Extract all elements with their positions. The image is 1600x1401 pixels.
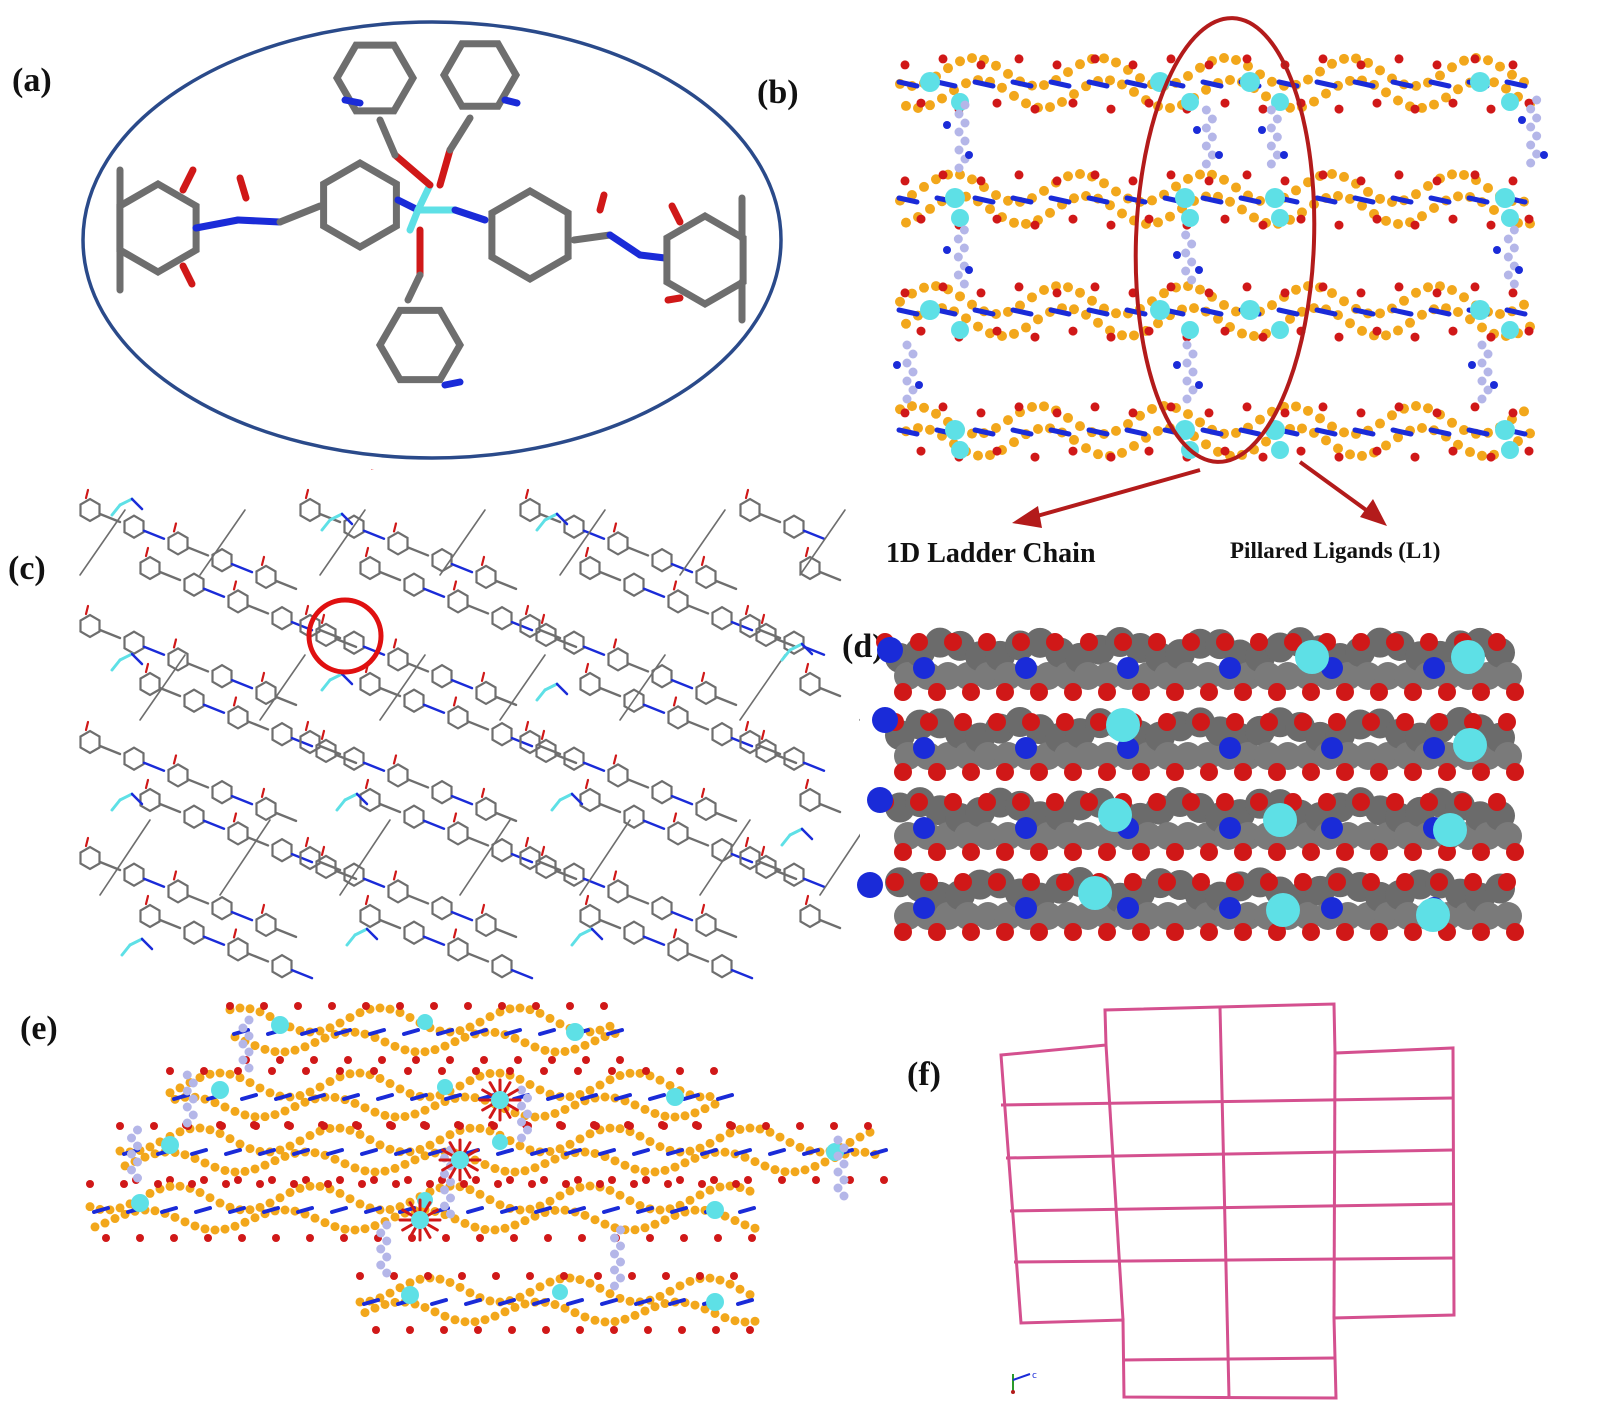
- arrow-pillared-ligands: [1298, 460, 1375, 517]
- panel-label-e: (e): [20, 1010, 58, 1047]
- panel-c-diagram: [79, 488, 860, 980]
- arrowhead-ladder-chain: [1012, 506, 1042, 528]
- axis-triad: [1011, 1373, 1031, 1394]
- panel-b-framework: [893, 53, 1548, 462]
- panel-c-highlight-circle: [306, 597, 384, 675]
- net-rod-v1: [1104, 1044, 1125, 1321]
- axis-label-c: c: [1032, 1371, 1037, 1381]
- panel-b-diagram: [893, 16, 1548, 528]
- panel-b-ladder-ellipse: [1133, 16, 1317, 464]
- panel-f-net: [999, 1002, 1456, 1400]
- panel-label-a: (a): [12, 62, 52, 99]
- caption-ladder-chain: 1D Ladder Chain: [886, 538, 1096, 569]
- net-rod-h5: [1122, 1356, 1336, 1362]
- net-rod-h2: [1005, 1148, 1454, 1160]
- panel-label-d: (d): [842, 628, 884, 665]
- net-rod-v2: [1218, 1006, 1231, 1398]
- panel-label-b: (b): [757, 74, 799, 111]
- panel-b-arrows: [1012, 460, 1387, 528]
- net-rod-v3: [1332, 1052, 1337, 1319]
- net-rod-h1: [1000, 1096, 1454, 1107]
- panel-e-layers: [85, 1002, 888, 1334]
- panel-d-diagram: [857, 612, 1524, 947]
- net-rod-h4: [1013, 1256, 1455, 1264]
- panel-label-c: (c): [8, 550, 46, 587]
- panel-label-f: (f): [907, 1056, 941, 1093]
- panel-a-diagram: [81, 20, 783, 470]
- arrow-ladder-chain: [1029, 468, 1201, 520]
- panel-c-packing: [79, 488, 860, 980]
- arrowhead-pillared-ligands: [1360, 499, 1387, 526]
- panel-e-diagram: [85, 1002, 888, 1334]
- panel-a-ellipse: [81, 20, 783, 460]
- panel-a-molecule: [116, 40, 747, 389]
- caption-pillared-ligands: Pillared Ligands (L1): [1230, 538, 1441, 563]
- net-rod-h3: [1009, 1202, 1454, 1213]
- panel-d-spacefill: [857, 612, 1524, 947]
